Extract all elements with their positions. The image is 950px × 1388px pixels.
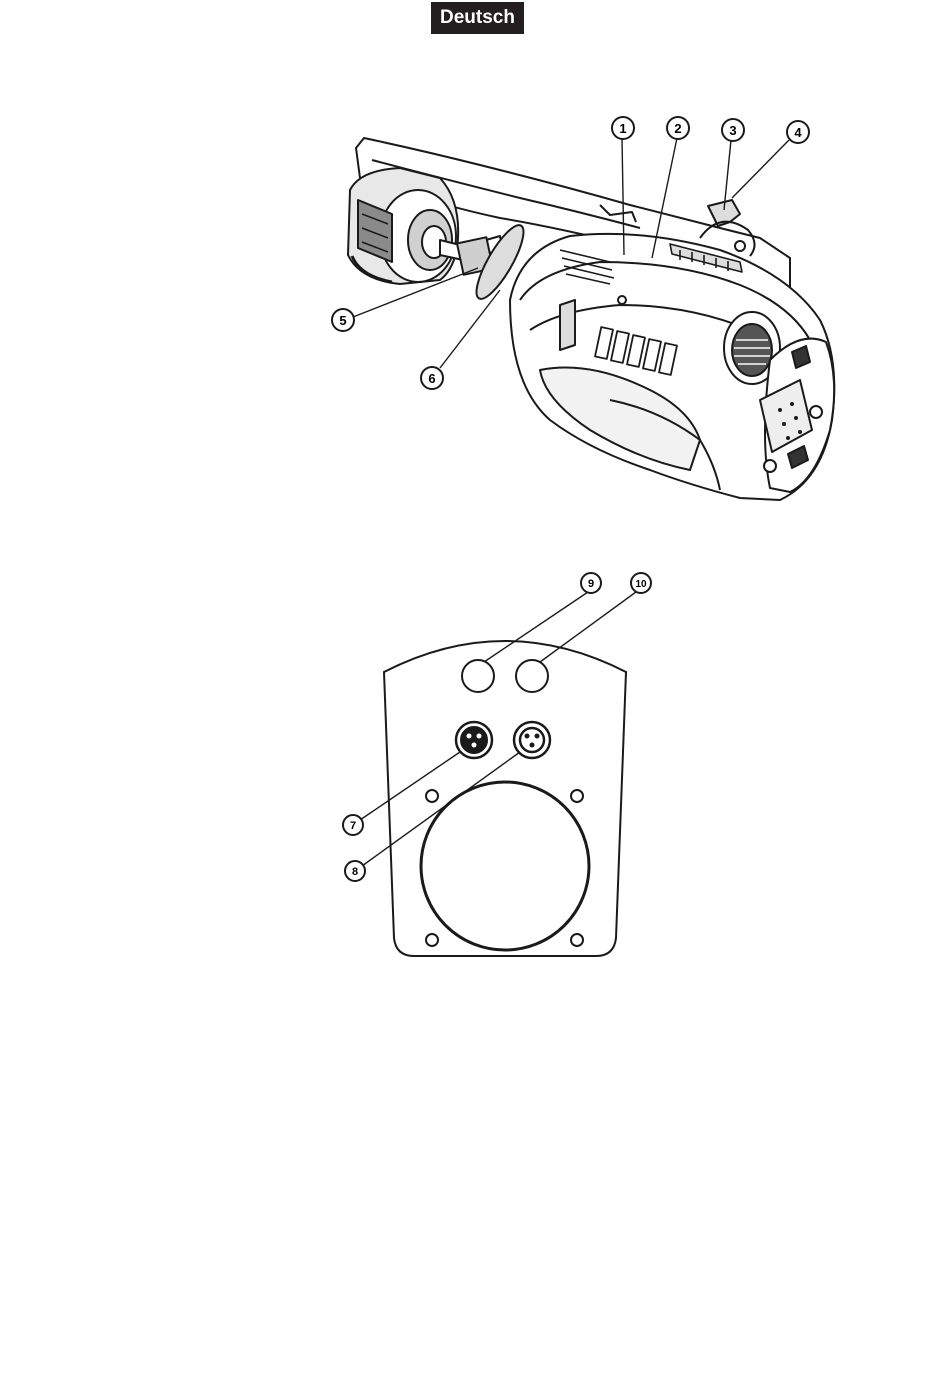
svg-text:6: 6 [428, 371, 435, 386]
callout-1: 1 [612, 117, 634, 139]
svg-text:9: 9 [588, 578, 594, 590]
callout-7: 7 [343, 815, 363, 835]
rear-panel-illustration [384, 641, 626, 956]
svg-text:10: 10 [635, 579, 647, 590]
svg-text:8: 8 [352, 866, 358, 878]
callout-2: 2 [667, 117, 689, 139]
svg-text:3: 3 [729, 123, 736, 138]
svg-text:7: 7 [350, 820, 356, 832]
callout-3: 3 [722, 119, 744, 141]
moving-head-illustration [348, 138, 834, 500]
callout-10: 10 [631, 573, 651, 593]
callout-4: 4 [787, 121, 809, 143]
svg-text:4: 4 [794, 125, 802, 140]
dmx-in-connector [456, 722, 492, 758]
svg-text:5: 5 [339, 313, 346, 328]
callout-6: 6 [421, 367, 443, 389]
callout-9: 9 [581, 573, 601, 593]
callout-5: 5 [332, 309, 354, 331]
callout-8: 8 [345, 861, 365, 881]
svg-text:2: 2 [674, 121, 681, 136]
svg-text:1: 1 [619, 121, 626, 136]
